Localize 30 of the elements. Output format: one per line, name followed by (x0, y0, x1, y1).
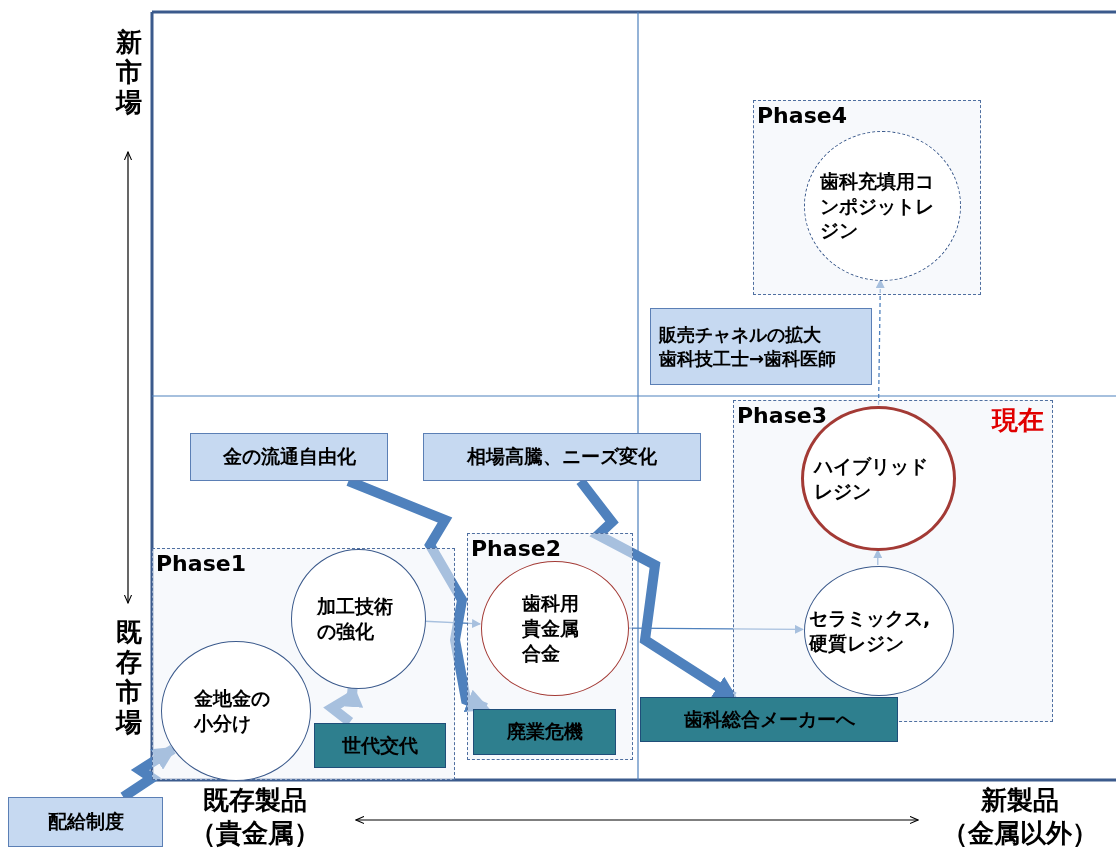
box-text: 歯科技工士→歯科医師 (659, 346, 837, 371)
stage-circle: セラミックス,硬質レジン (804, 566, 954, 696)
phase-frame (753, 100, 981, 295)
axis-label: 新市場 (114, 28, 143, 118)
arrow (424, 619, 481, 629)
phase-heading: Phase4 (757, 103, 847, 128)
axis-label: 既存市場 (114, 618, 143, 738)
arrow (873, 549, 883, 566)
stage-circle: 金地金の小分け (161, 641, 311, 781)
factor-box (650, 308, 872, 385)
phase-heading: Phase3 (737, 403, 827, 428)
factor-box: 金の流通自由化 (190, 433, 388, 481)
axis-label: 既存製品（貴金属） (189, 784, 321, 849)
status-label: 現在 (992, 404, 1044, 437)
phase-heading: Phase2 (471, 536, 561, 561)
factor-box: 相場高騰、ニーズ変化 (423, 433, 701, 481)
stage-circle: 加工技術の強化 (291, 549, 426, 689)
axis-label: 新製品（金属以外） (941, 784, 1099, 849)
stage-circle: 歯科充填用コンポジットレジン (804, 131, 961, 281)
box-text: 販売チャネルの拡大 (659, 322, 821, 347)
factor-box: 配給制度 (8, 797, 163, 847)
arrow (627, 624, 804, 634)
event-box: 廃業危機 (473, 709, 616, 755)
arrow (875, 279, 885, 406)
stage-circle: 歯科用貴金属合金 (481, 561, 629, 696)
event-box: 世代交代 (314, 723, 446, 768)
phase-frame (467, 533, 633, 760)
phase-heading: Phase1 (156, 551, 246, 576)
phase-frame (152, 548, 455, 780)
event-box: 歯科総合メーカーへ (640, 697, 898, 742)
